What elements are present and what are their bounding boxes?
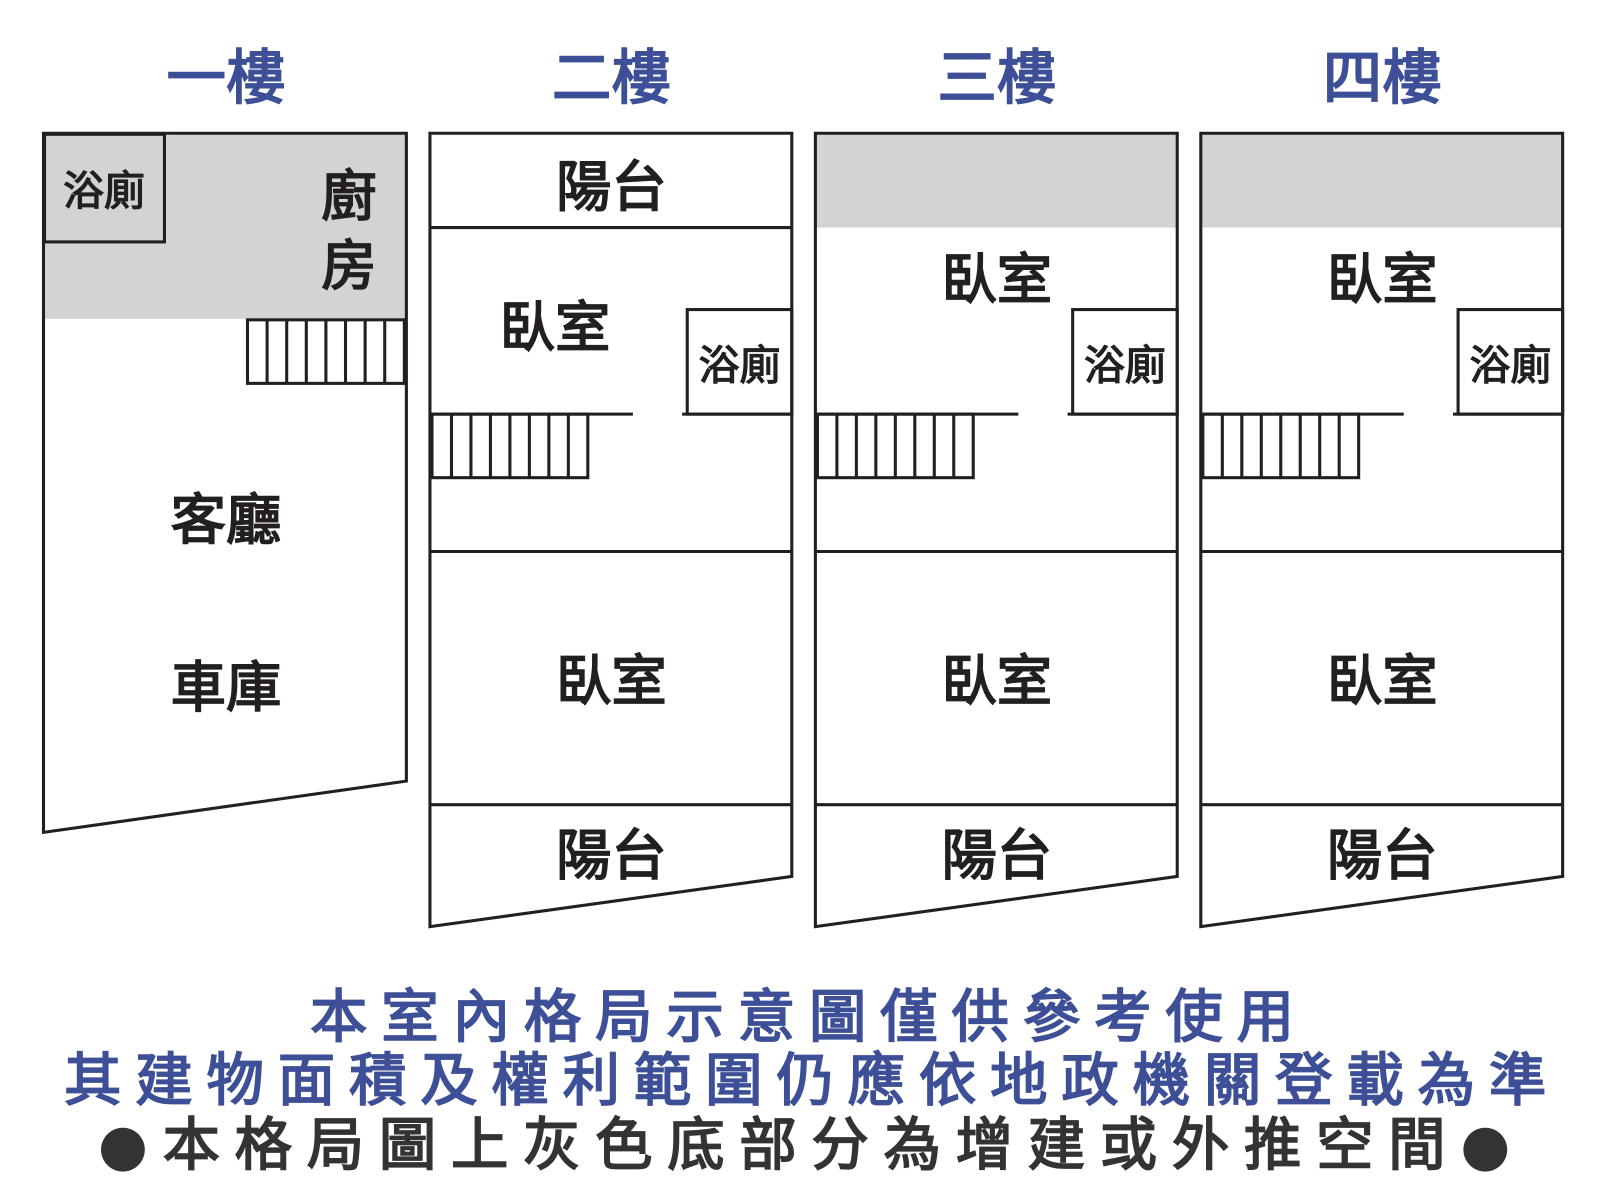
room-label-back-balcony: 陽台 (556, 824, 667, 888)
disclaimer-notes: 本室內格局示意圖僅供參考使用 其建物面積及權利範圍仍應依地政機關登載為準 ●本格… (64, 983, 1546, 1178)
room-label-living-room: 客廳 (171, 489, 282, 553)
floor-outline (1199, 131, 1565, 929)
room-label-bedroom: 臥室 (941, 650, 1052, 714)
floor-title: 一樓 (167, 44, 286, 113)
floor-1: 一樓 浴廁 廚 房 客廳 車庫 (41, 44, 408, 835)
room-label-bedroom: 臥室 (941, 248, 1052, 312)
room-label-bathroom: 浴廁 (699, 341, 781, 389)
room-label-bathroom: 浴廁 (1469, 341, 1551, 389)
room-label-back-balcony: 陽台 (941, 824, 1052, 888)
room-label-bedroom: 臥室 (500, 296, 611, 360)
room-label-bedroom: 臥室 (1327, 248, 1438, 312)
stairs (815, 412, 975, 480)
floor-outline (813, 131, 1179, 929)
note-line-2: 其建物面積及權利範圍仍應依地政機關登載為準 (64, 1047, 1546, 1114)
stairs (245, 318, 406, 385)
room-label-bedroom: 臥室 (556, 650, 667, 714)
bathroom-wall (42, 132, 166, 244)
room-label-kitchen: 廚 (321, 165, 376, 229)
extension-area (816, 134, 1178, 228)
room-label-back-balcony: 陽台 (1327, 824, 1438, 888)
room-label-kitchen: 房 (321, 235, 376, 299)
extension-area (44, 134, 406, 319)
floor-outline (428, 131, 794, 929)
floor-title: 四樓 (1323, 44, 1442, 113)
floor-outline (41, 131, 408, 835)
floor-title: 二樓 (552, 44, 671, 113)
stairs (1201, 412, 1361, 480)
room-label-garage: 車庫 (171, 656, 282, 720)
note-line-1: 本室內格局示意圖僅供參考使用 (310, 983, 1294, 1050)
floor-title: 三樓 (937, 44, 1056, 113)
room-label-front-balcony: 陽台 (556, 156, 667, 220)
note-line-3: ●本格局圖上灰色底部分為增建或外推空間● (98, 1111, 1511, 1178)
stairs (430, 412, 590, 480)
room-label-bedroom: 臥室 (1327, 650, 1438, 714)
room-label-bathroom: 浴廁 (1084, 341, 1166, 389)
extension-area (1201, 134, 1563, 228)
room-label-bathroom: 浴廁 (63, 167, 145, 215)
